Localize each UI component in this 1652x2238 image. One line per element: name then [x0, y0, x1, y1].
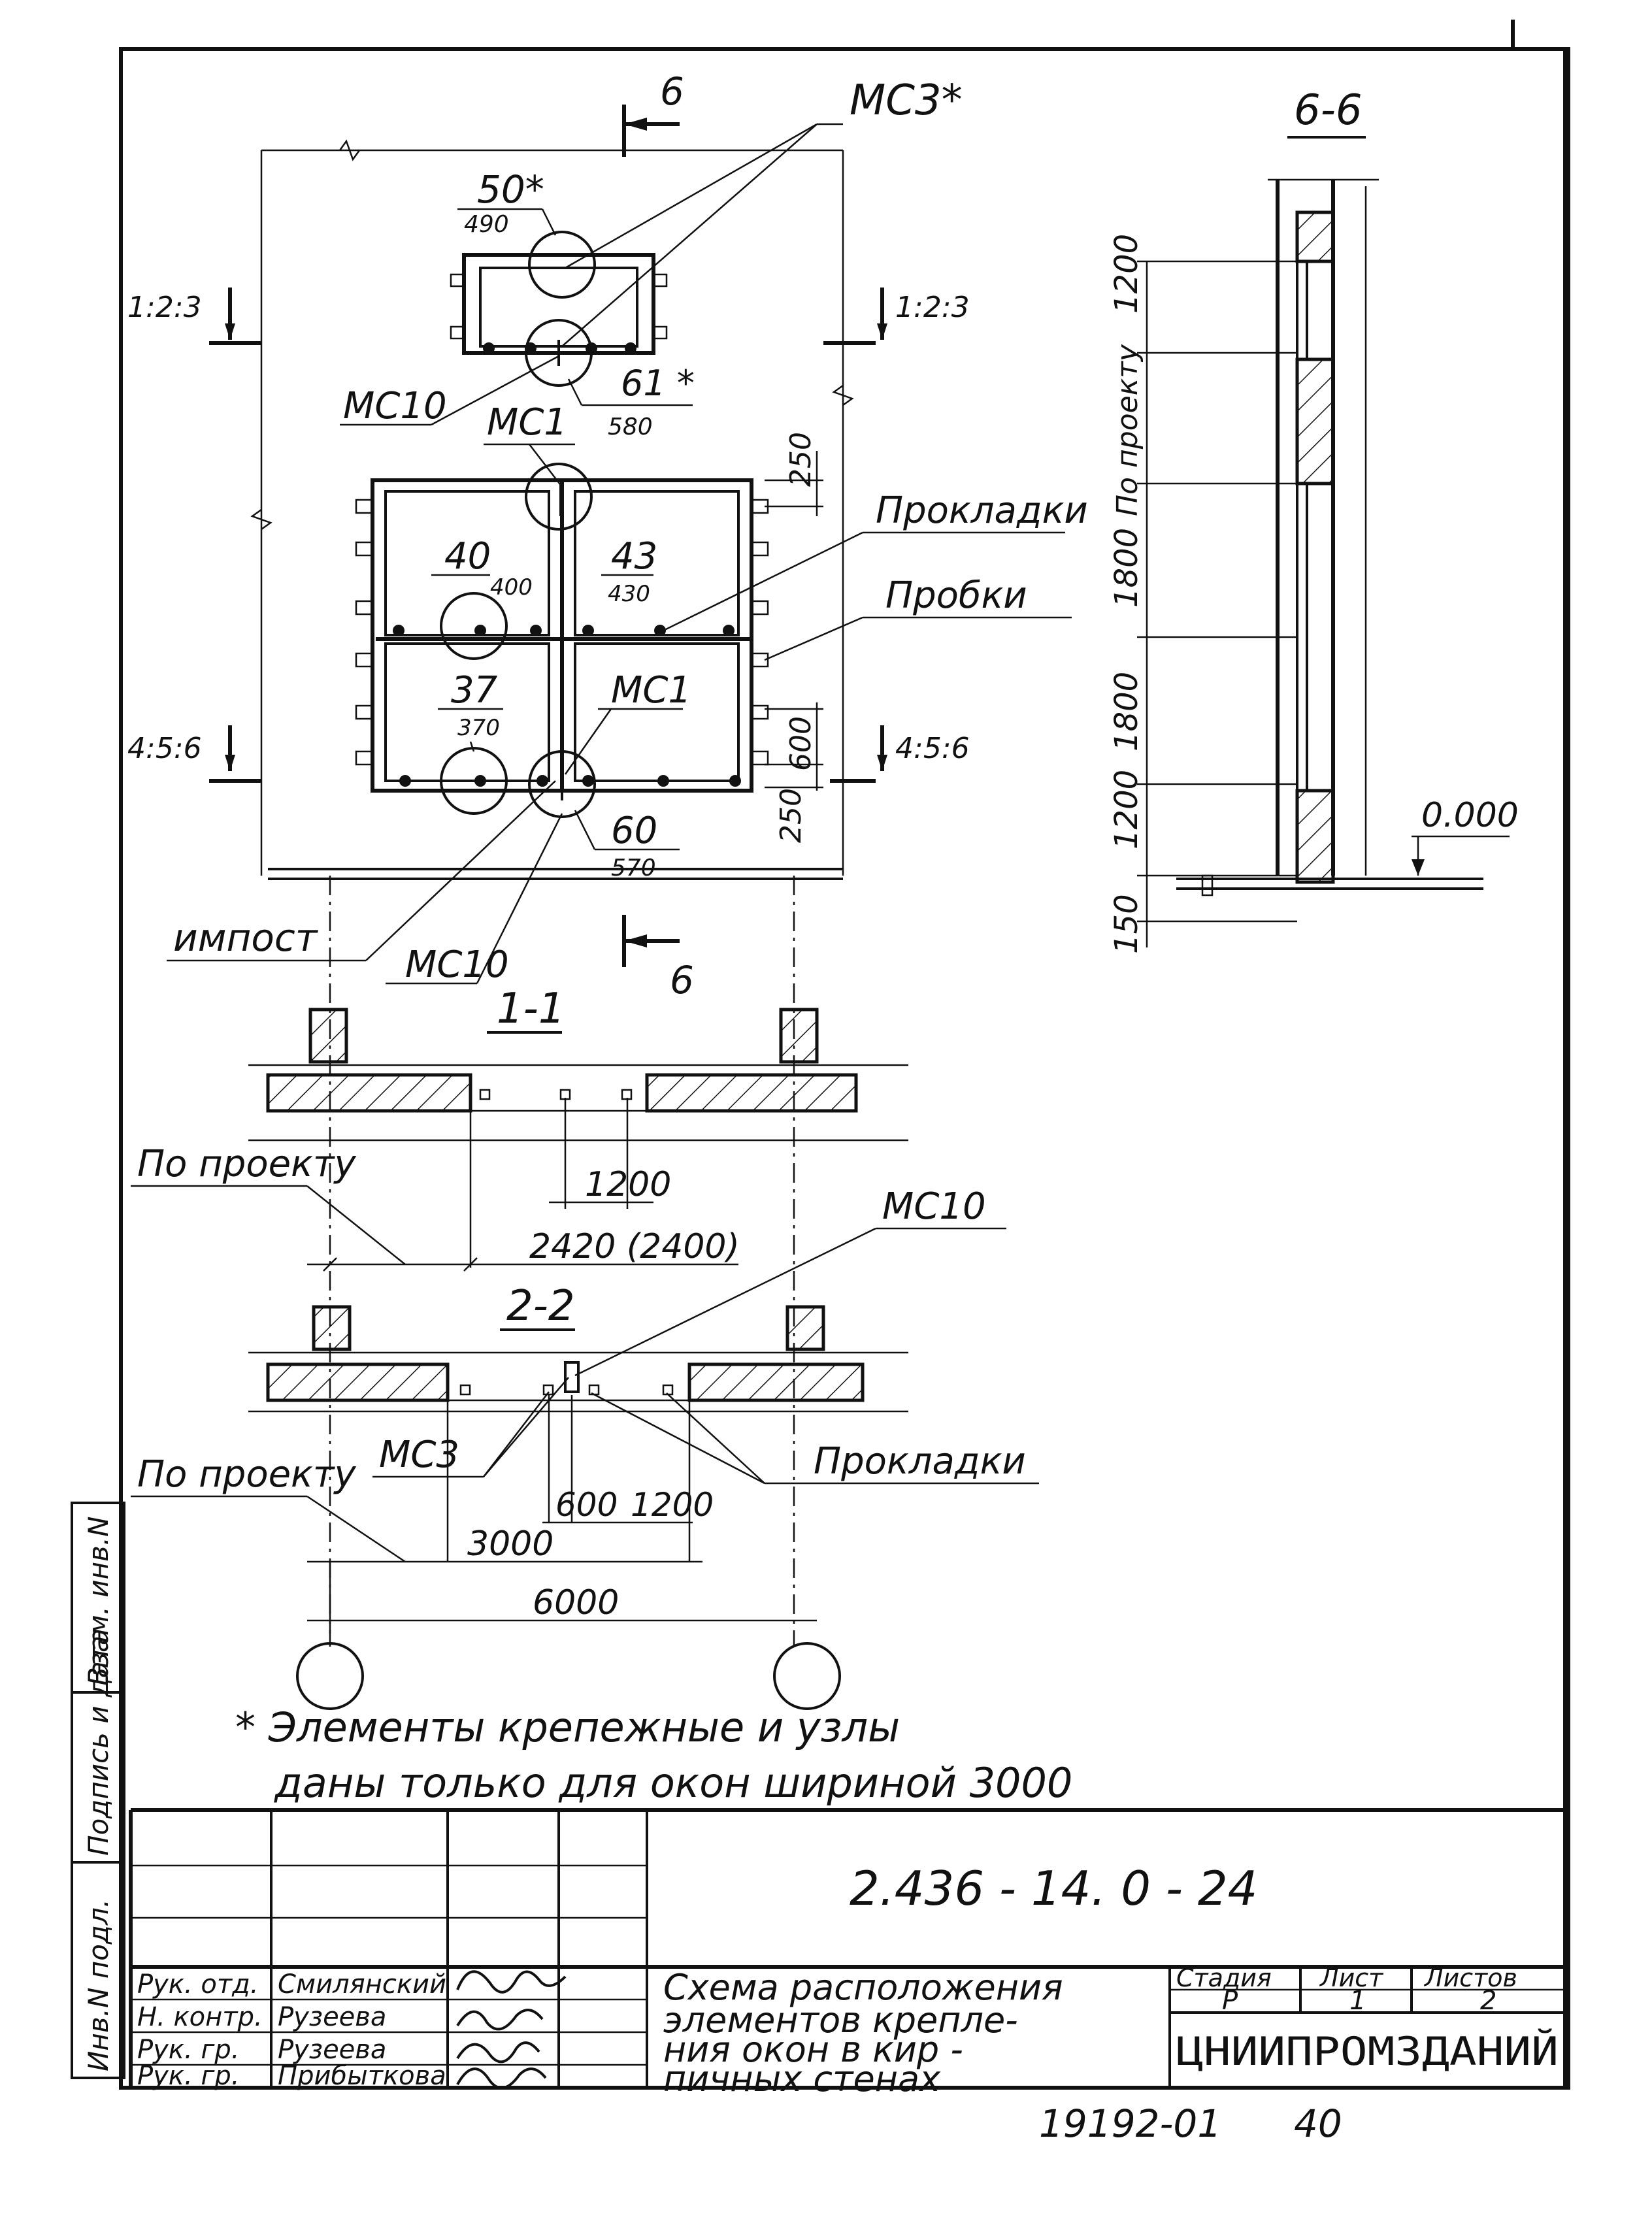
section-6-top-label: 6 — [660, 69, 684, 114]
node-570-label: 570 — [611, 855, 656, 881]
section-22-mc3: МС3 — [379, 1434, 459, 1476]
section-6-bottom-label: 6 — [670, 958, 694, 1002]
footnote: * Элементы крепежные и узлы даны только … — [235, 1703, 1072, 1807]
dim-600-label: 600 — [784, 716, 818, 771]
node-37-label: 37 — [451, 669, 498, 712]
section-11-dim-1200: 1200 — [585, 1165, 671, 1204]
footer-page: 40 — [1294, 2101, 1342, 2146]
window-elevation: 6 6 МС3* 50* 490 1:2:3 1:2:3 — [127, 69, 1088, 1647]
impost-label: импост — [173, 915, 319, 960]
section-22-mc10: МС10 — [882, 1185, 986, 1228]
mc3-star-label: МС3* — [850, 76, 963, 125]
sheet-frame — [119, 20, 1570, 2090]
node-60-label: 60 — [611, 810, 657, 852]
mc10-bottom-label: МС10 — [405, 944, 509, 986]
section-6-6: 6-6 1200 По проекту 1800 1800 1200 150 0… — [1108, 86, 1519, 954]
role-1: Рук. отд. — [137, 1969, 259, 1999]
stadia-value: Р — [1222, 1986, 1238, 2016]
description-line-1: Схема расположения — [663, 1967, 1063, 2008]
node-50-label: 50* — [477, 167, 544, 212]
section-22-dim-6000: 6000 — [533, 1583, 619, 1622]
section-11-title: 1-1 — [497, 985, 565, 1033]
footer: 19192-01 40 — [1039, 2101, 1342, 2146]
role-4: Рук. гр. — [137, 2061, 240, 2091]
section-66-project-label: По проекту — [1111, 344, 1144, 516]
mc10-top-label: МС10 — [343, 385, 447, 427]
mc1-top-label: МС1 — [487, 401, 567, 444]
section-11-po-proektu: По проекту — [137, 1143, 356, 1185]
name-2: Рузеева — [278, 2002, 386, 2032]
node-40-label: 40 — [444, 535, 491, 578]
node-61-label: 61 * — [621, 363, 695, 404]
side-vzam-text: Взам. инв.N — [82, 1516, 114, 1686]
node-400-label: 400 — [490, 574, 533, 601]
listov-value: 2 — [1480, 1986, 1496, 2016]
ratio-right-top: 1:2:3 — [895, 291, 970, 324]
name-1: Смилянский — [278, 1969, 446, 1999]
description-line-2: элементов крепле- — [663, 1999, 1018, 2041]
section-1-1: 1-1 По проекту 1200 2420 (2400) — [131, 985, 908, 1272]
node-43-label: 43 — [611, 535, 657, 578]
listov-label: Листов — [1423, 1964, 1517, 1992]
section-66-dim-1: 1200 — [1108, 234, 1145, 314]
section-22-dim-1200: 1200 — [631, 1486, 714, 1524]
section-22-prokladki: Прокладки — [814, 1440, 1026, 1483]
node-430-label: 430 — [608, 581, 650, 607]
section-11-dim-2420: 2420 (2400) — [529, 1227, 740, 1266]
side-inv-text: Инв.N подл. — [82, 1899, 114, 2071]
note-line-1: * Элементы крепежные и узлы — [235, 1703, 900, 1751]
node-580-label: 580 — [608, 414, 653, 440]
description-line-4: пичных стенах — [663, 2058, 941, 2099]
dim-250-bottom: 250 — [774, 788, 808, 843]
note-line-2: даны только для окон шириной 3000 — [274, 1759, 1072, 1807]
level-0000-label: 0.000 — [1421, 796, 1519, 835]
node-490-label: 490 — [464, 211, 509, 238]
ratio-left-top: 1:2:3 — [127, 291, 202, 324]
section-22-dim-3000: 3000 — [467, 1524, 553, 1564]
description-line-3: ния окон в кир - — [663, 2029, 963, 2070]
probki-label: Пробки — [885, 574, 1027, 617]
name-4: Прибыткова — [278, 2061, 446, 2091]
section-66-dim-3: 1800 — [1108, 672, 1145, 751]
org-name: ЦНИИПРОМЗДАНИЙ — [1176, 2028, 1559, 2075]
signatures — [456, 1970, 567, 2090]
title-block: 2.436 - 14. 0 - 24 Рук. отд. Н. контр. Р… — [129, 1808, 1565, 2099]
side-stamp: Взам. инв.N Подпись и дата Инв.N подл. — [71, 1502, 125, 2079]
section-66-dim-5: 150 — [1108, 894, 1145, 954]
role-2: Н. контр. — [137, 2002, 263, 2032]
section-22-dim-600: 600 — [555, 1486, 618, 1524]
side-podpis-text: Подпись и дата — [82, 1628, 114, 1856]
section-66-title: 6-6 — [1294, 86, 1363, 135]
drawing-code: 2.436 - 14. 0 - 24 — [850, 1861, 1257, 1916]
list-label: Лист — [1319, 1964, 1384, 1992]
role-3: Рук. гр. — [137, 2035, 240, 2065]
list-value: 1 — [1349, 1986, 1366, 2016]
section-2-2: 2-2 МС10 МС3 Прокладки По проекту — [131, 1185, 1039, 1710]
footer-number: 19192-01 — [1039, 2101, 1221, 2146]
dim-250-top: 250 — [784, 432, 818, 487]
section-66-dim-4: 1200 — [1108, 770, 1145, 849]
section-66-dim-2: 1800 — [1108, 528, 1145, 608]
node-370-label: 370 — [457, 715, 500, 741]
prokladki-label: Прокладки — [876, 489, 1088, 532]
section-22-title: 2-2 — [506, 1282, 575, 1330]
stadia-label: Стадия — [1176, 1964, 1272, 1992]
ratio-right-bottom: 4:5:6 — [895, 732, 970, 765]
mc1-bottom-label: МС1 — [611, 669, 691, 712]
ratio-left-bottom: 4:5:6 — [127, 732, 202, 765]
name-3: Рузеева — [278, 2035, 386, 2065]
section-22-po-proektu: По проекту — [137, 1453, 356, 1496]
